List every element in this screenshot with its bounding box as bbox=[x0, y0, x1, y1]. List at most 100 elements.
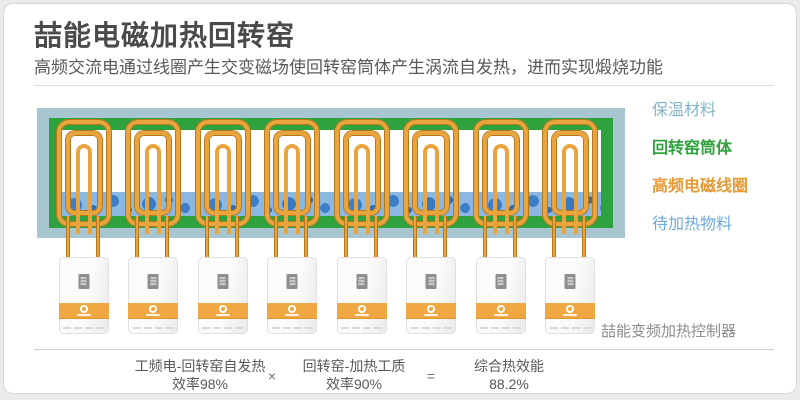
controller-vents bbox=[129, 327, 177, 329]
formula-term-self-heating: 工频电-回转窑自发热 效率98% bbox=[134, 358, 266, 392]
legend-item-shell: 回转窑筒体 bbox=[652, 140, 733, 157]
heating-controller bbox=[58, 257, 109, 334]
coil-units-row bbox=[49, 120, 605, 334]
coil-wire-right bbox=[304, 216, 309, 257]
coil-inner-turn bbox=[353, 144, 370, 234]
coil-wire-right bbox=[373, 216, 378, 257]
brand-logo-text bbox=[285, 314, 300, 316]
coil-inner-turn bbox=[75, 144, 92, 234]
coil-middle-turn bbox=[204, 131, 241, 215]
controller-vents bbox=[546, 327, 594, 329]
coil-inner-turn bbox=[284, 144, 301, 234]
coil-wire-left bbox=[65, 216, 70, 257]
brand-logo-icon bbox=[218, 305, 227, 313]
controller-brand-band bbox=[128, 303, 179, 319]
heating-controller bbox=[197, 257, 248, 334]
brand-logo-icon bbox=[427, 305, 436, 313]
controller-brand-band bbox=[267, 303, 318, 319]
brand-logo-icon bbox=[149, 305, 158, 313]
brand-logo-icon bbox=[496, 305, 505, 313]
coil-wire-left bbox=[135, 216, 140, 257]
coil-wire-left bbox=[343, 216, 348, 257]
controller-brand-band bbox=[406, 303, 457, 319]
page-title: 喆能电磁加热回转窑 bbox=[34, 20, 296, 51]
heating-controller bbox=[406, 257, 457, 334]
controller-vents bbox=[199, 327, 247, 329]
coil-unit bbox=[188, 120, 258, 334]
coil-wire-left bbox=[413, 216, 418, 257]
brand-logo-icon bbox=[357, 305, 366, 313]
coil-outer-turn bbox=[334, 120, 389, 226]
coil-unit bbox=[258, 120, 328, 334]
brand-logo-text bbox=[424, 314, 439, 316]
coil-wire-right bbox=[234, 216, 239, 257]
coil-wire-right bbox=[95, 216, 100, 257]
coil-wire-right bbox=[165, 216, 170, 257]
coil-inner-turn bbox=[214, 144, 231, 234]
coil-unit bbox=[119, 120, 189, 334]
coil-outer-turn bbox=[473, 120, 528, 226]
controller-brand-band bbox=[475, 303, 526, 319]
coil-inner-turn bbox=[423, 144, 440, 234]
coil-wire-right bbox=[512, 216, 517, 257]
legend-item-coil: 高频电磁线圈 bbox=[652, 178, 749, 195]
controller-display bbox=[78, 274, 90, 289]
multiply-operator: × bbox=[267, 368, 277, 384]
controller-display bbox=[147, 274, 159, 289]
coil-wire-right bbox=[443, 216, 448, 257]
coil-unit bbox=[466, 120, 536, 334]
coil-middle-turn bbox=[274, 131, 311, 215]
coil-wire-right bbox=[582, 216, 587, 257]
controller-display bbox=[564, 274, 576, 289]
brand-logo-text bbox=[563, 314, 578, 316]
coil-middle-turn bbox=[343, 131, 380, 215]
brand-logo-icon bbox=[288, 305, 297, 313]
coil-inner-turn bbox=[492, 144, 509, 234]
header-divider bbox=[34, 85, 774, 86]
coil-inner-turn bbox=[145, 144, 162, 234]
brand-logo-text bbox=[354, 314, 369, 316]
controller-display bbox=[495, 274, 507, 289]
legend: 保温材料 回转窑筒体 高频电磁线圈 待加热物料 bbox=[652, 102, 748, 254]
controller-display bbox=[217, 274, 229, 289]
coil-unit bbox=[327, 120, 397, 334]
coil-outer-turn bbox=[195, 120, 250, 226]
coil-inner-turn bbox=[562, 144, 579, 234]
brand-logo-text bbox=[76, 314, 91, 316]
coil-unit bbox=[397, 120, 467, 334]
equals-operator: = bbox=[426, 368, 436, 384]
brand-logo-icon bbox=[566, 305, 575, 313]
infographic-card: 喆能电磁加热回转窑 高频交流电通过线圈产生交变磁场使回转窑筒体产生涡流自发热，进… bbox=[3, 3, 797, 394]
formula-term-overall: 综合热效能 88.2% bbox=[474, 358, 544, 392]
coil-middle-turn bbox=[552, 131, 589, 215]
formula-divider bbox=[34, 349, 774, 350]
formula-term-heat-transfer: 回转窑-加热工质 效率90% bbox=[302, 358, 406, 392]
controller-vents bbox=[60, 327, 108, 329]
coil-wire-left bbox=[274, 216, 279, 257]
controller-vents bbox=[268, 327, 316, 329]
page-subtitle: 高频交流电通过线圈产生交变磁场使回转窑筒体产生涡流自发热，进而实现煅烧功能 bbox=[34, 58, 663, 77]
controller-vents bbox=[477, 327, 525, 329]
controller-display bbox=[425, 274, 437, 289]
coil-middle-turn bbox=[413, 131, 450, 215]
coil-wire-left bbox=[552, 216, 557, 257]
heating-controller bbox=[128, 257, 179, 334]
heating-controller bbox=[545, 257, 596, 334]
controller-brand-band bbox=[58, 303, 109, 319]
coil-middle-turn bbox=[482, 131, 519, 215]
brand-logo-text bbox=[215, 314, 230, 316]
heating-controller bbox=[267, 257, 318, 334]
coil-unit bbox=[536, 120, 606, 334]
coil-middle-turn bbox=[135, 131, 172, 215]
controller-brand-band bbox=[197, 303, 248, 319]
coil-middle-turn bbox=[65, 131, 102, 215]
legend-item-material: 待加热物料 bbox=[652, 216, 733, 233]
heating-controller bbox=[336, 257, 387, 334]
brand-logo-text bbox=[493, 314, 508, 316]
efficiency-formula: 工频电-回转窑自发热 效率98% × 回转窑-加热工质 效率90% = 综合热效… bbox=[4, 357, 796, 393]
coil-outer-turn bbox=[265, 120, 320, 226]
coil-outer-turn bbox=[56, 120, 111, 226]
controller-brand-band bbox=[336, 303, 387, 319]
coil-wire-left bbox=[204, 216, 209, 257]
controller-display bbox=[286, 274, 298, 289]
